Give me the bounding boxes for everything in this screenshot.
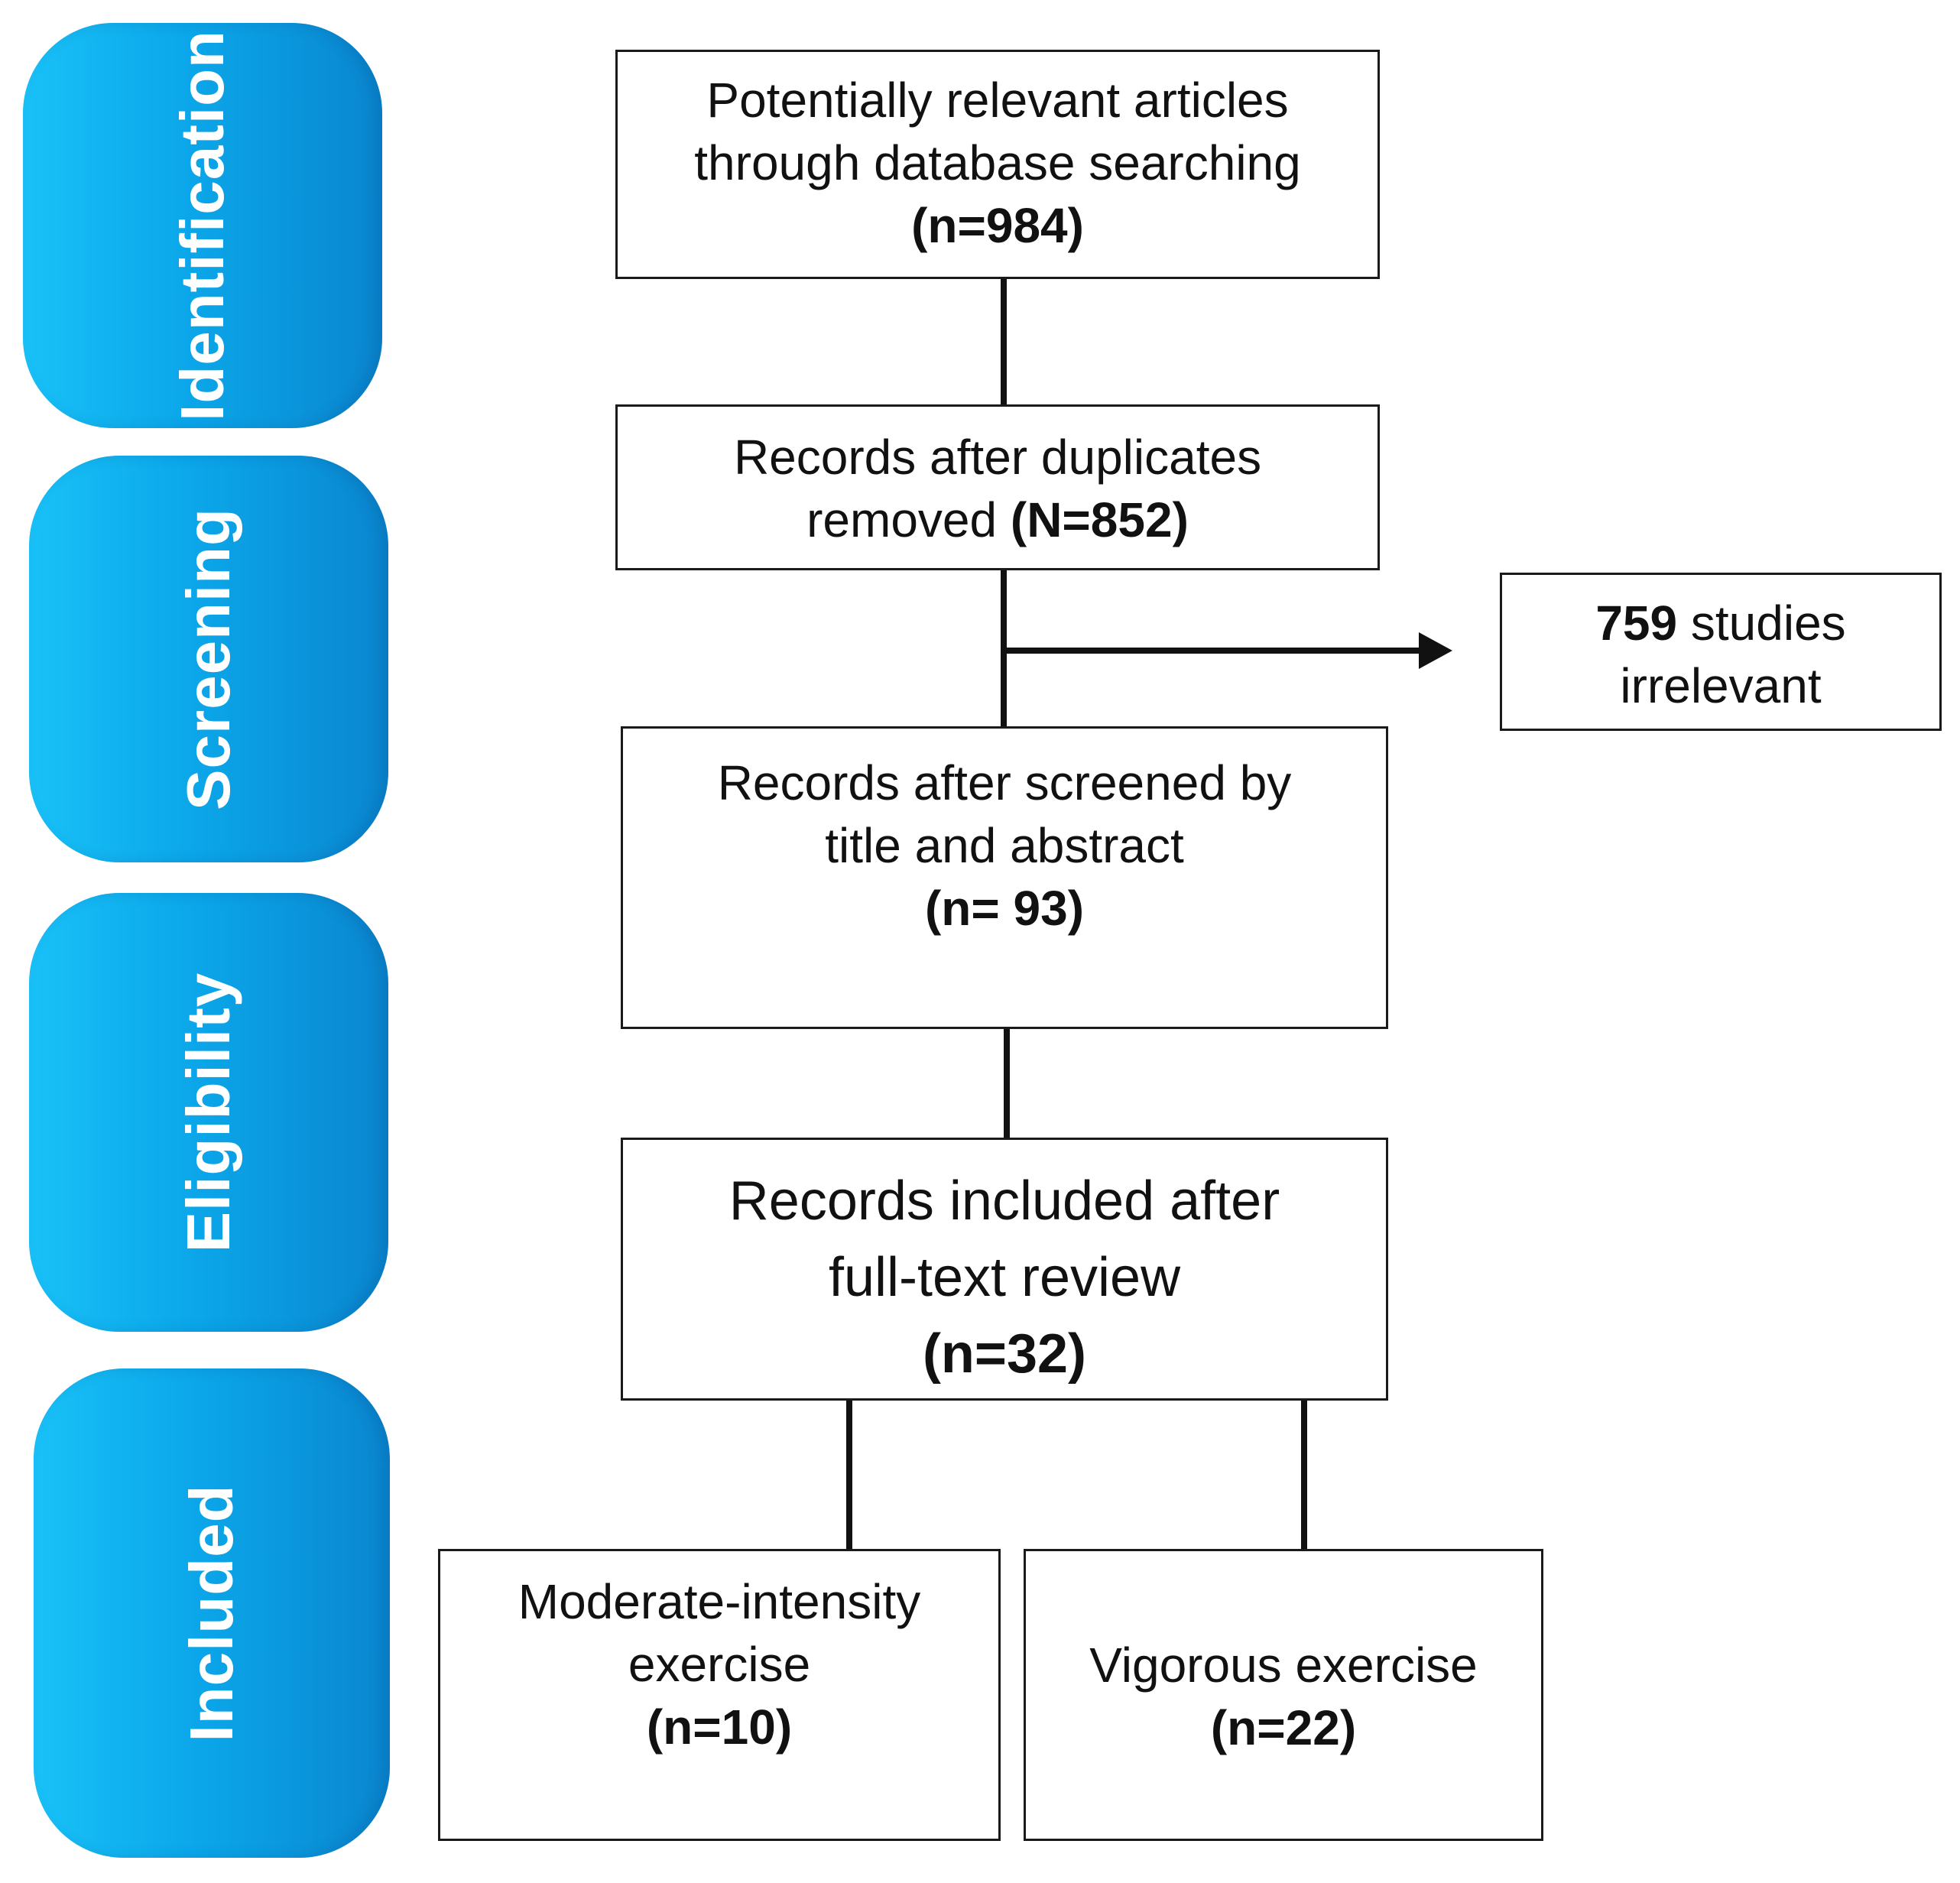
identified-line-2: through database searching (694, 135, 1301, 190)
screened-count: (n= 93) (924, 881, 1085, 936)
connector-fulltext-to-moderate (846, 1401, 852, 1550)
screened-line-1: Records after screened by (717, 755, 1292, 810)
moderate-count: (n=10) (646, 1700, 793, 1755)
stage-screening-label: Screening (174, 508, 242, 810)
box-moderate-intensity: Moderate-intensity exercise (n=10) (438, 1549, 1001, 1841)
fulltext-line-1: Records included after (729, 1170, 1280, 1232)
box-excluded-irrelevant: 759 studies irrelevant (1500, 573, 1942, 731)
box-full-text-included: Records included after full-text review … (621, 1138, 1388, 1401)
stage-identification-label: Identification (168, 30, 236, 421)
screened-line-2: title and abstract (825, 818, 1184, 873)
box-identified-articles: Potentially relevant articles through da… (615, 50, 1380, 279)
arrowhead-to-excluded (1419, 632, 1452, 669)
vigorous-count: (n=22) (1210, 1700, 1357, 1755)
stage-identification: Identification (23, 23, 382, 428)
fulltext-line-2: full-text review (828, 1247, 1181, 1308)
stage-included: Included (34, 1368, 390, 1858)
stage-eligibility: Eligibility (29, 893, 388, 1332)
box-records-screened: Records after screened by title and abst… (621, 726, 1388, 1029)
moderate-line-1: Moderate-intensity (518, 1574, 921, 1629)
connector-screened-to-fulltext (1004, 1029, 1010, 1139)
connector-fulltext-to-vigorous (1301, 1401, 1307, 1550)
excluded-line-1: studies (1690, 596, 1846, 651)
identified-count: (n=984) (911, 198, 1084, 253)
fulltext-count: (n=32) (922, 1323, 1087, 1385)
stage-included-label: Included (177, 1484, 245, 1742)
moderate-line-2: exercise (628, 1637, 811, 1692)
vigorous-line-1: Vigorous exercise (1089, 1638, 1478, 1693)
box-records-after-duplicates: Records after duplicates removed (N=852) (615, 404, 1380, 570)
deduplicated-line-1: Records after duplicates (733, 430, 1262, 485)
connector-exclusion-branch (1004, 648, 1427, 654)
box-vigorous-exercise: Vigorous exercise (n=22) (1024, 1549, 1543, 1841)
deduplicated-line-2: removed (806, 492, 998, 547)
deduplicated-count: (N=852) (1010, 492, 1189, 547)
excluded-count: 759 (1595, 596, 1678, 651)
excluded-line-2: irrelevant (1620, 658, 1822, 713)
connector-identified-to-deduplicated (1001, 279, 1007, 407)
stage-screening: Screening (29, 456, 388, 862)
identified-line-1: Potentially relevant articles (706, 73, 1289, 128)
stage-eligibility-label: Eligibility (174, 972, 242, 1253)
